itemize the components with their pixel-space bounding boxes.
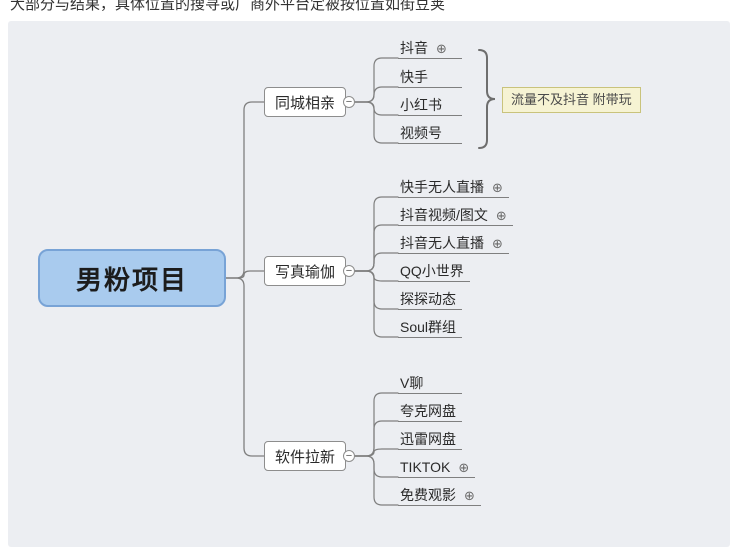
expand-icon[interactable]: ⊕: [495, 208, 507, 223]
topic-label: 快手: [400, 69, 428, 85]
root-topic[interactable]: 男粉项目: [38, 249, 226, 307]
topic-label: 夸克网盘: [400, 403, 456, 419]
topic-xunlei-wangpan[interactable]: 迅雷网盘: [398, 429, 462, 450]
branch-label: 软件拉新: [274, 448, 335, 466]
topic-soul-qunzu[interactable]: Soul群组: [398, 317, 463, 338]
branch-label: 写真瑜伽: [274, 263, 335, 281]
collapse-toggle-icon[interactable]: −: [343, 265, 355, 277]
topic-label: 迅雷网盘: [400, 431, 456, 447]
collapse-toggle-icon[interactable]: −: [343, 450, 355, 462]
topic-label: 快手无人直播: [400, 179, 484, 195]
topic-kuaishou-wuren-zhibo[interactable]: 快手无人直播 ⊕: [398, 177, 509, 198]
branch-xiezhen-yujia[interactable]: 写真瑜伽: [264, 256, 346, 286]
topic-tiktok[interactable]: TIKTOK ⊕: [398, 457, 476, 478]
topic-mianfei-guanying[interactable]: 免费观影 ⊕: [398, 485, 481, 506]
topic-kuaishou[interactable]: 快手: [398, 67, 462, 88]
topic-label: 抖音视频/图文: [400, 207, 488, 223]
root-topic-label: 男粉项目: [75, 264, 188, 295]
expand-icon[interactable]: ⊕: [492, 236, 503, 251]
topic-vliao[interactable]: V聊: [398, 373, 462, 394]
topic-kuake-wangpan[interactable]: 夸克网盘: [398, 401, 462, 422]
expand-icon[interactable]: ⊕: [436, 41, 447, 56]
topic-douyin[interactable]: 抖音 ⊕: [398, 38, 462, 59]
expand-icon[interactable]: ⊕: [492, 180, 503, 195]
topic-label: 探探动态: [400, 291, 456, 307]
branch-label: 同城相亲: [274, 94, 335, 112]
topic-xiaohongshu[interactable]: 小红书: [398, 95, 462, 116]
topic-douyin-wuren-zhibo[interactable]: 抖音无人直播 ⊕: [398, 233, 509, 254]
topic-qq-xiaoshijie[interactable]: QQ小世界: [398, 261, 470, 282]
topic-label: QQ小世界: [400, 263, 464, 279]
topic-label: 抖音: [400, 40, 428, 56]
topic-tantan-dongtai[interactable]: 探探动态: [398, 289, 462, 310]
topic-douyin-shipin-tuwen[interactable]: 抖音视频/图文 ⊕: [398, 205, 513, 226]
topic-label: Soul群组: [400, 319, 457, 335]
clipped-header-text: 大部分与结果，具体位置的搜寻或广商外平台定被按位置如街豆荚: [10, 0, 446, 13]
collapse-toggle-icon[interactable]: −: [343, 96, 355, 108]
summary-note[interactable]: 流量不及抖音 附带玩: [502, 87, 641, 113]
branch-tongcheng-xiangqin[interactable]: 同城相亲: [264, 87, 346, 117]
topic-label: 抖音无人直播: [400, 235, 484, 251]
topic-label: V聊: [400, 375, 424, 391]
expand-icon[interactable]: ⊕: [464, 488, 475, 503]
topic-label: 小红书: [400, 97, 442, 113]
expand-icon[interactable]: ⊕: [458, 460, 470, 475]
topic-shipinhao[interactable]: 视频号: [398, 123, 462, 144]
topic-label: 视频号: [400, 125, 442, 141]
branch-ruanjian-laxin[interactable]: 软件拉新: [264, 441, 346, 471]
topic-label: TIKTOK: [400, 459, 451, 475]
topic-label: 免费观影: [400, 487, 456, 503]
